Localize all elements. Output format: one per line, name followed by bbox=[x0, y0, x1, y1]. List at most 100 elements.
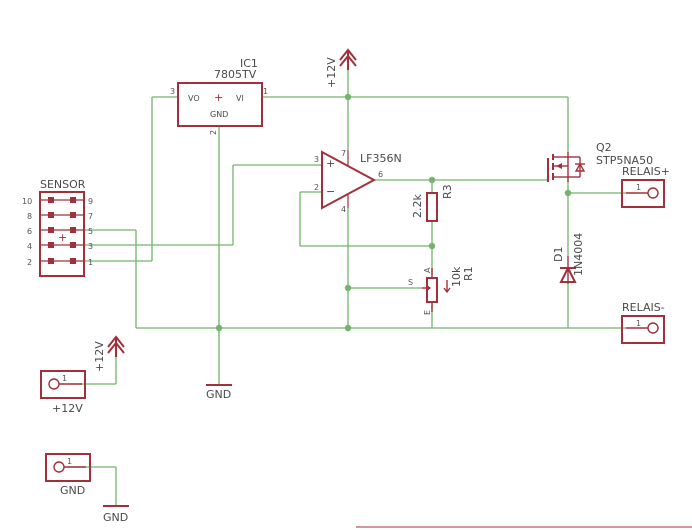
sensor-right-pin: 3 bbox=[88, 242, 93, 251]
sensor-pin bbox=[48, 197, 54, 203]
sensor-left-pin: 2 bbox=[27, 258, 32, 267]
junction-dot bbox=[344, 284, 352, 292]
r3-value: 2.2k bbox=[411, 194, 424, 218]
gnd-main-label: GND bbox=[206, 388, 231, 401]
sensor-label: SENSOR bbox=[40, 178, 86, 191]
supply-left-label: +12V bbox=[93, 341, 106, 372]
r1-value: 10k bbox=[450, 266, 463, 287]
sensor-right-pin: 7 bbox=[88, 212, 93, 221]
conngnd-label: GND bbox=[60, 484, 85, 497]
junction-dot bbox=[428, 176, 436, 184]
opamp-plus-label: + bbox=[326, 157, 335, 170]
conngnd-pin: 1 bbox=[67, 457, 72, 466]
sensor-pin bbox=[70, 197, 76, 203]
r3-body bbox=[426, 192, 438, 222]
junctions bbox=[215, 93, 572, 332]
connector-12v: 1 +12V bbox=[40, 370, 86, 415]
resistor-r3: 2.2k R3 bbox=[411, 184, 454, 222]
ground-bottom: GND bbox=[103, 505, 129, 524]
sensor-pins bbox=[48, 197, 76, 264]
relais-minus-pin: 1 bbox=[636, 319, 641, 328]
conngnd-body bbox=[45, 453, 91, 482]
q2-arrow-icon bbox=[556, 163, 562, 169]
junction-dot bbox=[215, 324, 223, 332]
relais-plus-body bbox=[621, 179, 665, 208]
opamp-minus-label: − bbox=[326, 185, 335, 198]
ic1-vo-label: VO bbox=[188, 94, 200, 103]
opamp-pin3: 3 bbox=[314, 155, 319, 164]
potentiometer-r1: S A E 10k R1 bbox=[408, 266, 475, 315]
r1-name: R1 bbox=[462, 266, 475, 281]
r3-name: R3 bbox=[441, 184, 454, 199]
opamp-value: LF356N bbox=[360, 152, 402, 165]
supply-12v-top: +12V bbox=[325, 48, 357, 88]
conn12v-label: +12V bbox=[52, 402, 83, 415]
sensor-right-pin: 9 bbox=[88, 197, 93, 206]
sensor-pin bbox=[48, 242, 54, 248]
supply-top-label: +12V bbox=[325, 57, 338, 88]
conn12v-pin: 1 bbox=[62, 374, 67, 383]
sensor-body bbox=[39, 191, 85, 277]
ic1-name: IC1 bbox=[240, 57, 258, 70]
connector-relais-minus: 1 RELAIS- bbox=[621, 301, 665, 344]
sensor-left-pin: 10 bbox=[22, 197, 32, 206]
r1-pin-s: S bbox=[408, 278, 413, 287]
opamp-pin2: 2 bbox=[314, 183, 319, 192]
relais-plus-label: RELAIS+ bbox=[622, 165, 670, 178]
conn12v-pin-icon bbox=[48, 378, 60, 390]
q2-body-diode-icon bbox=[574, 162, 586, 172]
d1-name: D1 bbox=[552, 247, 565, 262]
sensor-pin bbox=[48, 227, 54, 233]
sensor-right-pin: 1 bbox=[88, 258, 93, 267]
relais-minus-body bbox=[621, 315, 665, 344]
sensor-pin bbox=[48, 212, 54, 218]
opamp-lf356n: LF356N + − 3 2 6 7 4 bbox=[314, 149, 402, 214]
supply-12v-left: +12V bbox=[93, 335, 125, 372]
r1-adjust-arrowhead-icon bbox=[443, 287, 451, 294]
relais-minus-label: RELAIS- bbox=[622, 301, 665, 314]
sensor-left-pin: 6 bbox=[27, 227, 32, 236]
ic1-pin2: 2 bbox=[209, 130, 218, 135]
sensor-pin bbox=[70, 258, 76, 264]
ic1-pin3: 3 bbox=[170, 87, 175, 96]
ic1-pin1: 1 bbox=[263, 87, 268, 96]
relais-plus-pin: 1 bbox=[636, 183, 641, 192]
conngnd-pin-icon bbox=[53, 461, 65, 473]
r1-pin-a: A bbox=[423, 267, 432, 273]
r1-pin-e: E bbox=[423, 310, 432, 315]
sensor-left-pin: 8 bbox=[27, 212, 32, 221]
relais-plus-pin-icon bbox=[647, 187, 659, 199]
sensor-pin bbox=[48, 258, 54, 264]
sensor-header: SENSOR + 10 8 6 4 2 9 7 5 3 1 bbox=[22, 178, 93, 277]
q2-value: STP5NA50 bbox=[596, 154, 653, 167]
connector-gnd: 1 GND bbox=[45, 453, 91, 497]
opamp-pin7: 7 bbox=[341, 149, 346, 158]
sensor-pin bbox=[70, 212, 76, 218]
sensor-origin-mark: + bbox=[58, 231, 67, 244]
opamp-pin4: 4 bbox=[341, 205, 346, 214]
sensor-pin bbox=[70, 242, 76, 248]
ic1-origin-mark: + bbox=[214, 91, 223, 104]
junction-dot bbox=[428, 242, 436, 250]
q2-name: Q2 bbox=[596, 141, 612, 154]
conn12v-body bbox=[40, 370, 86, 399]
junction-dot bbox=[344, 93, 352, 101]
ground-main: GND bbox=[206, 384, 232, 401]
relais-minus-pin-icon bbox=[647, 322, 659, 334]
ic1-vi-label: VI bbox=[236, 94, 244, 103]
opamp-pin6: 6 bbox=[378, 170, 383, 179]
r1-wiper-arrow-icon bbox=[427, 285, 431, 291]
ic1-value: 7805TV bbox=[214, 68, 257, 81]
junction-dot bbox=[344, 324, 352, 332]
sensor-left-pin: 4 bbox=[27, 242, 32, 251]
diode-d1: D1 1N4004 bbox=[552, 233, 585, 284]
junction-dot bbox=[564, 189, 572, 197]
regulator-ic1: IC1 7805TV VO VI GND 3 1 2 + bbox=[170, 57, 268, 135]
gnd-bottom-label: GND bbox=[103, 511, 128, 524]
connector-relais-plus: 1 RELAIS+ bbox=[621, 165, 670, 208]
sensor-pin bbox=[70, 227, 76, 233]
sensor-right-pin: 5 bbox=[88, 227, 93, 236]
regulator-body bbox=[177, 82, 263, 127]
ic1-gnd-label: GND bbox=[210, 110, 228, 119]
